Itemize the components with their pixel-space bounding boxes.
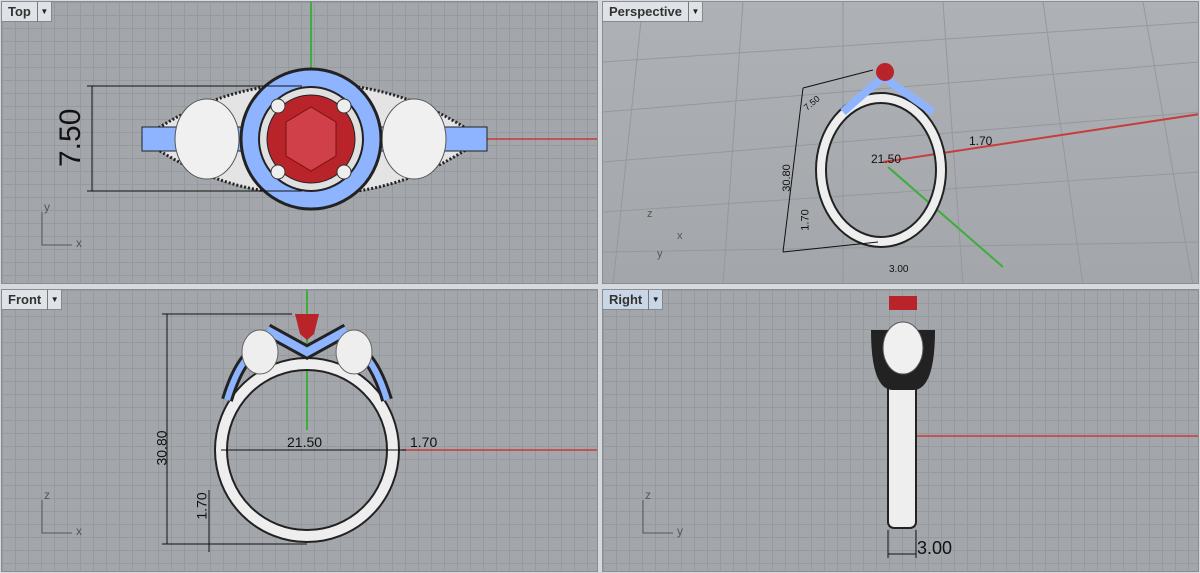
dimension-thickness: 1.70 — [410, 434, 438, 450]
viewport-label: Front — [8, 292, 42, 307]
viewport-tab-right[interactable]: Right ▼ — [603, 290, 664, 310]
viewport-top[interactable]: Top ▼ 7.50 y x — [1, 1, 598, 284]
dimension-band: 1.70 — [799, 209, 812, 231]
axis-label-z: z — [44, 488, 50, 502]
axis-label-x: x — [677, 230, 683, 242]
perspective-view-drawing — [603, 2, 1198, 283]
dimension-thickness: 1.70 — [969, 134, 993, 148]
dropdown-icon[interactable]: ▼ — [47, 290, 61, 310]
viewport-label: Right — [609, 292, 643, 307]
viewport-front[interactable]: Front ▼ 30.80 21.50 1.70 1.70 z x — [1, 289, 598, 572]
axis-label-y: y — [657, 248, 663, 260]
axis-label-y: y — [44, 200, 50, 214]
axis-label-y: y — [677, 524, 683, 538]
dimension-bottom: 3.00 — [889, 264, 909, 275]
dimension-bottom: 3.00 — [917, 538, 953, 558]
viewport-label: Perspective — [609, 4, 682, 19]
axis-label-z: z — [647, 208, 653, 220]
axis-label-x: x — [76, 236, 82, 250]
dropdown-icon[interactable]: ▼ — [688, 2, 702, 22]
viewport-perspective[interactable]: Perspective▼ 30.80 21.50 1.70 1.70 3.00 … — [602, 1, 1199, 284]
dropdown-icon[interactable]: ▼ — [648, 290, 662, 310]
axis-label-x: x — [76, 524, 82, 538]
viewport-tab-top[interactable]: Top ▼ — [2, 2, 52, 22]
viewport-label: Top — [8, 4, 31, 19]
dimension-height: 7.50 — [54, 108, 87, 167]
top-view-drawing — [41, 2, 597, 246]
dimension-height: 30.80 — [780, 164, 793, 192]
dimension-width: 21.50 — [871, 152, 902, 166]
axis-label-z: z — [645, 488, 651, 502]
viewport-tab-front[interactable]: Front ▼ — [2, 290, 63, 310]
right-view-drawing — [642, 296, 1198, 558]
dimension-width: 21.50 — [287, 434, 323, 450]
dimension-band: 1.70 — [193, 492, 210, 520]
dropdown-icon[interactable]: ▼ — [36, 2, 51, 22]
viewport-right[interactable]: Right ▼ 3.00 z y — [602, 289, 1199, 572]
front-view-drawing — [41, 290, 597, 552]
dimension-height: 30.80 — [153, 430, 170, 466]
viewport-tab-perspective[interactable]: Perspective ▼ — [603, 2, 703, 22]
